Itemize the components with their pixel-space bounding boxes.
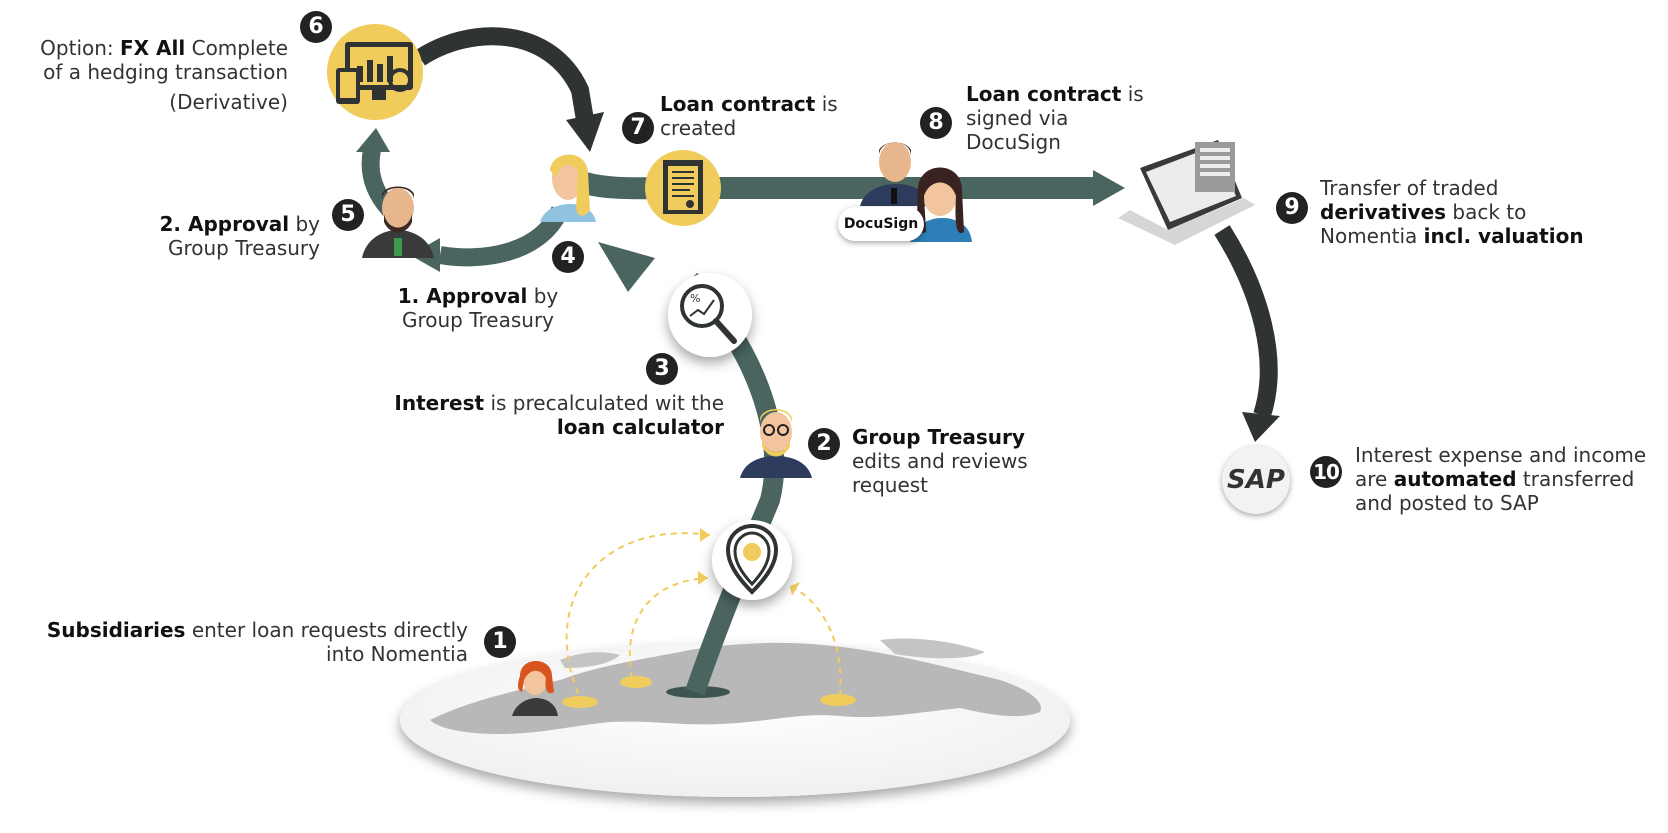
step-1-label: Subsidiaries enter loan requests directl… — [20, 618, 468, 666]
step-badge-5: 5 — [332, 199, 364, 231]
step-badge-4: 4 — [552, 241, 584, 273]
step-badge-3: 3 — [646, 353, 678, 385]
step-9-prefix: Transfer of traded — [1320, 176, 1499, 200]
step-badge-7: 7 — [622, 112, 654, 144]
step-2-bold: Group Treasury — [852, 425, 1025, 449]
step-5-bold: 2. Approval — [159, 212, 290, 236]
docusign-logo: DocuSign — [838, 207, 924, 241]
step-badge-8: 8 — [920, 107, 952, 139]
step-5-label: 2. Approval by Group Treasury — [140, 212, 320, 260]
step-9-bold-a: derivatives — [1320, 200, 1447, 224]
europe-map-icon — [400, 638, 1070, 797]
step-2-text: edits and reviews request — [852, 449, 1028, 497]
step-4-text: by Group Treasury — [401, 284, 559, 332]
step-8-bold: Loan contract — [966, 82, 1122, 106]
step-badge-9: 9 — [1276, 192, 1308, 224]
magnifier-percent-icon: % — [668, 273, 752, 357]
step-badge-2: 2 — [808, 428, 840, 460]
step-4-bold: 1. Approval — [397, 284, 528, 308]
location-dots — [562, 676, 856, 708]
sap-logo: SAP — [1222, 446, 1290, 514]
avatar-subsidiary — [512, 661, 558, 716]
step-1-text: enter loan requests directly into Noment… — [185, 618, 468, 666]
step-8-label: Loan contract is signed via DocuSign — [966, 82, 1156, 154]
avatar-signers — [860, 142, 972, 242]
step-3-bold-a: Interest — [394, 391, 485, 415]
step-9-bold-b: incl. valuation — [1423, 224, 1584, 248]
monitor-chart-icon — [327, 24, 423, 120]
step-1-bold: Subsidiaries — [46, 618, 186, 642]
avatar-approver-5 — [362, 186, 434, 258]
step-10-label: Interest expense and income are automate… — [1355, 443, 1661, 515]
step-4-label: 1. Approval by Group Treasury — [388, 284, 568, 332]
step-badge-6: 6 — [300, 11, 332, 43]
step-6-label: Option: FX All Complete of a hedging tra… — [20, 36, 288, 114]
step-7-text: is created — [660, 92, 838, 140]
step-6-suffix: (Derivative) — [169, 90, 288, 114]
avatar-treasury-2 — [740, 409, 812, 478]
svg-text:%: % — [690, 292, 700, 305]
step-6-prefix: Option: — [40, 36, 121, 60]
step-badge-10: 10 — [1310, 456, 1342, 488]
data-flow-arcs — [565, 532, 842, 697]
step-10-bold: automated — [1393, 467, 1517, 491]
step-6-text: Complete of a hedging transaction — [43, 36, 288, 84]
step-2-label: Group Treasury edits and reviews request — [852, 425, 1062, 497]
document-icon — [645, 150, 721, 226]
step-3-label: Interest is precalculated wit the loan c… — [360, 391, 724, 439]
laptop-icon — [1118, 140, 1255, 245]
location-pin-icon — [712, 520, 792, 600]
step-6-bold: FX All — [120, 36, 186, 60]
step-5-text: by Group Treasury — [167, 212, 320, 260]
step-9-middle: back to Nomentia — [1320, 200, 1527, 248]
step-7-label: Loan contract is created — [660, 92, 840, 140]
step-3-bold-b: loan calculator — [556, 415, 724, 439]
step-10-prefix: Interest expense and income are — [1355, 443, 1647, 491]
avatar-approver-4 — [540, 154, 596, 222]
step-9-label: Transfer of traded derivatives back to N… — [1320, 176, 1620, 248]
step-10-text: transferred and posted to SAP — [1355, 467, 1635, 515]
step-badge-1: 1 — [484, 626, 516, 658]
step-8-text: is signed via DocuSign — [966, 82, 1144, 154]
step-7-bold: Loan contract — [660, 92, 816, 116]
step-3-text: is precalculated wit the — [484, 391, 724, 415]
